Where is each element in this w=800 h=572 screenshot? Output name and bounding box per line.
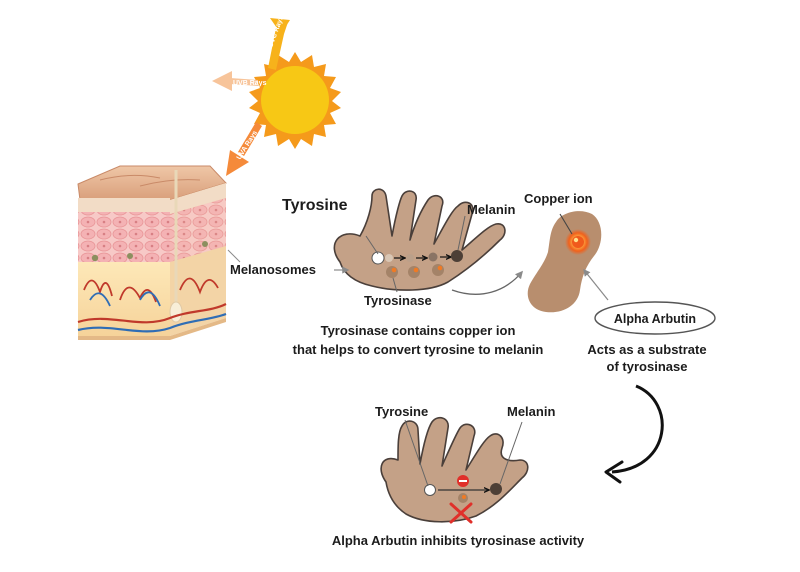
- cross-icon: [449, 502, 473, 524]
- tyrosinase-enzymes: [386, 264, 444, 278]
- description-line-2: that helps to convert tyrosine to melani…: [293, 342, 544, 357]
- inhibition-flow-arrow: [604, 384, 664, 484]
- alpha-arbutin-badge: [594, 301, 716, 335]
- melanin-label-bottom: Melanin: [507, 404, 555, 419]
- melanocyte-bottom: [380, 416, 529, 524]
- melanin-dot: [451, 250, 463, 262]
- copper-ion-label: Copper ion: [524, 191, 593, 206]
- tyrosinase-label: Tyrosinase: [364, 293, 432, 308]
- uva-ray: UVA Rays: [226, 122, 262, 176]
- tyrosine-dot-bottom: [424, 484, 436, 496]
- uva-ray-label: UVA Rays: [236, 130, 259, 162]
- inhibits-caption: Alpha Arbutin inhibits tyrosinase activi…: [332, 533, 585, 548]
- description-line-1: Tyrosinase contains copper ion: [321, 323, 516, 338]
- tyrosine-dot: [371, 251, 385, 265]
- melanin-dot-bottom: [490, 483, 502, 495]
- tyrosinase-enzyme: [527, 211, 602, 313]
- alpha-arbutin-label: Alpha Arbutin: [614, 312, 696, 326]
- substrate-line-1: Acts as a substrate: [587, 342, 706, 357]
- skin-cross-section: [77, 165, 227, 340]
- uvb-ray: UVB Rays: [212, 71, 267, 91]
- skin-to-label-line: [227, 249, 241, 263]
- sun-disc: [261, 66, 329, 134]
- melanosomes-label: Melanosomes: [230, 262, 316, 277]
- uvb-ray-label: UVB Rays: [233, 80, 267, 87]
- zoom-arrow: [451, 270, 524, 295]
- minus-icon: [457, 475, 469, 487]
- arbutin-pointer: [583, 268, 609, 301]
- sun-icon: [249, 52, 341, 149]
- tyrosine-label-bottom: Tyrosine: [375, 404, 428, 419]
- melanin-label-top: Melanin: [467, 202, 515, 217]
- tyrosine-label-top: Tyrosine: [282, 197, 348, 214]
- substrate-line-2: of tyrosinase: [607, 359, 688, 374]
- melanocyte-top: [333, 188, 506, 293]
